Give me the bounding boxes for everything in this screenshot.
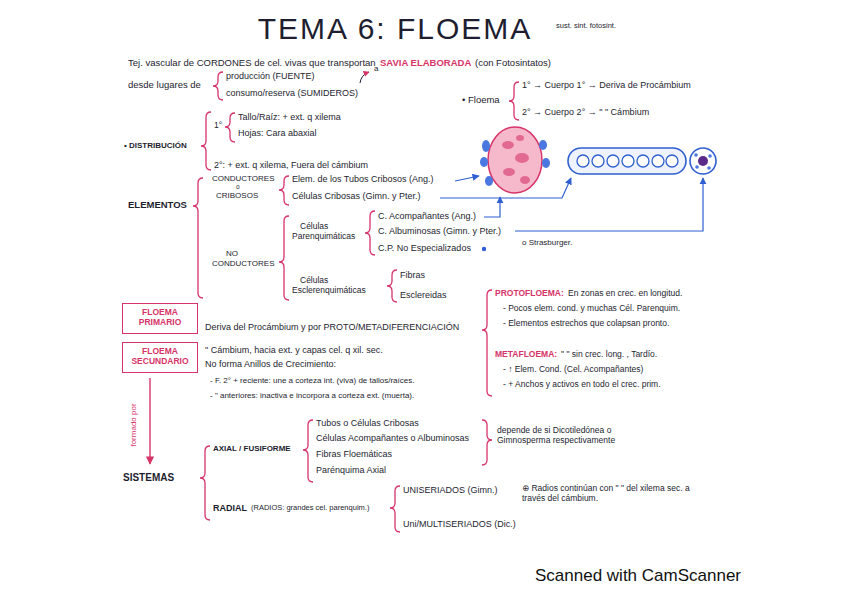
brace: [193, 178, 203, 298]
note-text: - + Anchos y activos en todo el crec. pr…: [503, 380, 661, 390]
brace: [509, 82, 519, 120]
note-text: " Cámbium, hacia ext. y capas cel. q xil…: [205, 345, 383, 355]
note-text: C. Acompañantes (Ang.): [378, 211, 476, 221]
box-title: FLOEMA PRIMARIO: [127, 307, 193, 327]
small-arrow: [360, 72, 369, 83]
note-text: Scanned with CamScanner: [535, 566, 741, 586]
brace: [482, 420, 492, 465]
sieve-tube-cross-section: [480, 127, 550, 193]
leader-lines: [440, 176, 703, 231]
note-text: a: [374, 64, 378, 73]
note-text: - ↑ Elem. Cond. (Cel. Acompañantes): [503, 365, 643, 375]
leader-line: [455, 176, 479, 181]
brace: [213, 72, 223, 100]
note-text: UNISERIADOS (Gimn.): [403, 485, 498, 495]
note-text: Parenquimáticas: [292, 232, 355, 242]
note-text: No forma Anillos de Crecimiento:: [205, 359, 336, 369]
brace-group: [193, 72, 519, 532]
brace: [390, 486, 400, 532]
heading-label: SISTEMAS: [123, 472, 174, 484]
note-text: (RADIOS: grandes cel. parenquim.): [251, 504, 369, 513]
note-text: Parénquima Axial: [316, 465, 386, 475]
note-text: Tallo/Raíz: + ext. q xilema: [238, 112, 341, 122]
note-text: Esclereidas: [400, 290, 447, 300]
note-text: - Elementos estrechos que colapsan pront…: [503, 319, 669, 329]
note-text: Tej. vascular de CORDONES de cel. vivas …: [128, 58, 376, 69]
blue-dot: [482, 247, 486, 251]
note-text: 2° → Cuerpo 2° → " " Cámbium: [522, 107, 649, 117]
brace: [365, 211, 375, 255]
note-text: consumo/reserva (SUMIDEROS): [226, 88, 358, 98]
note-text: formado por: [129, 403, 138, 446]
note-text: Esclerenquimáticas: [292, 286, 366, 296]
brace: [279, 176, 289, 205]
note-text: 1°: [214, 121, 222, 131]
note-text: Fibras Floemáticas: [316, 449, 392, 459]
page-title: TEMA 6: FLOEMA: [258, 12, 533, 47]
note-text: Hojas: Cara abaxial: [238, 128, 317, 138]
sieve-plate-tube: [568, 148, 686, 174]
note-text: o Strasburger.: [522, 238, 572, 247]
heading-label: SAVIA ELABORADA: [380, 58, 471, 69]
albuminous-cell: [690, 148, 716, 174]
note-text: • Floema: [462, 95, 500, 106]
heading-label: AXIAL / FUSIFORME: [213, 444, 291, 453]
note-text: Células: [300, 276, 328, 286]
note-text: Células Cribosas (Gimn. y Pter.): [292, 191, 421, 201]
heading-label: PROTOFLOEMA:: [495, 289, 564, 299]
note-text: desde lugares de: [128, 80, 201, 91]
heading-label: ELEMENTOS: [128, 200, 187, 211]
note-text: o: [236, 183, 240, 190]
note-text: Deriva del Procámbium y por PROTO/METADI…: [205, 322, 459, 332]
formed-by-arrow: [149, 378, 150, 464]
note-text: Células Acompañantes o Albuminosas: [316, 433, 469, 443]
brace: [387, 270, 397, 302]
note-text: - F. 2° + reciente: une a corteza int. (…: [210, 376, 414, 385]
heading-label: RADIAL: [213, 503, 247, 513]
note-text: CRIBOSOS: [216, 191, 258, 200]
heading-label: • DISTRIBUCIÓN: [124, 141, 187, 150]
section-box: FLOEMA SECUNDARIO: [122, 342, 198, 373]
note-text: - Pocos elem. cond. y muchas Cél. Parenq…: [503, 304, 680, 314]
leader-line: [515, 178, 703, 231]
note-text: ⊕ Radios continúan con " " del xilema se…: [522, 484, 707, 504]
note-text: 2°: + ext. q xilema, Fuera del cámbium: [214, 160, 368, 170]
leader-line: [440, 178, 571, 198]
note-text: producción (FUENTE): [226, 71, 315, 81]
note-text: 1° → Cuerpo 1° → Deriva de Procámbium: [522, 80, 691, 90]
note-text: Fibras: [400, 270, 425, 280]
note-text: depende de si Dicotiledónea o Gimnosperm…: [497, 426, 647, 446]
note-text: C. Albuminosas (Gimn. y Pter.): [378, 226, 501, 236]
note-text: Tubos o Células Cribosas: [316, 418, 419, 428]
heading-label: METAFLOEMA:: [495, 350, 557, 360]
leader-line: [484, 197, 500, 217]
note-text: NO: [226, 249, 238, 258]
note-text: (con Fotosintatos): [475, 58, 551, 69]
brace: [200, 446, 210, 520]
brace: [279, 216, 289, 300]
note-text: CONDUCTORES: [212, 259, 275, 268]
note-text: Uni/MULTISERIADOS (Dic.): [403, 519, 516, 529]
note-text: Elem. de los Tubos Cribosos (Ang.): [292, 174, 434, 184]
note-text: C.P. No Especializados: [378, 243, 471, 253]
note-text: sust. sint. fotosint.: [556, 22, 616, 31]
box-title: FLOEMA SECUNDARIO: [127, 346, 193, 366]
brace: [482, 290, 492, 396]
note-text: CONDUCTORES: [212, 174, 275, 183]
section-box: FLOEMA PRIMARIO: [122, 303, 198, 334]
brace: [225, 113, 235, 142]
brace: [303, 420, 313, 482]
note-text: Células: [300, 222, 328, 232]
note-text: - " anteriores: inactiva e incorpora a c…: [210, 391, 414, 400]
note-text: " " sin crec. long. , Tardío.: [561, 350, 657, 360]
note-text: En zonas en crec. en longitud.: [568, 289, 682, 299]
brace: [201, 112, 211, 170]
